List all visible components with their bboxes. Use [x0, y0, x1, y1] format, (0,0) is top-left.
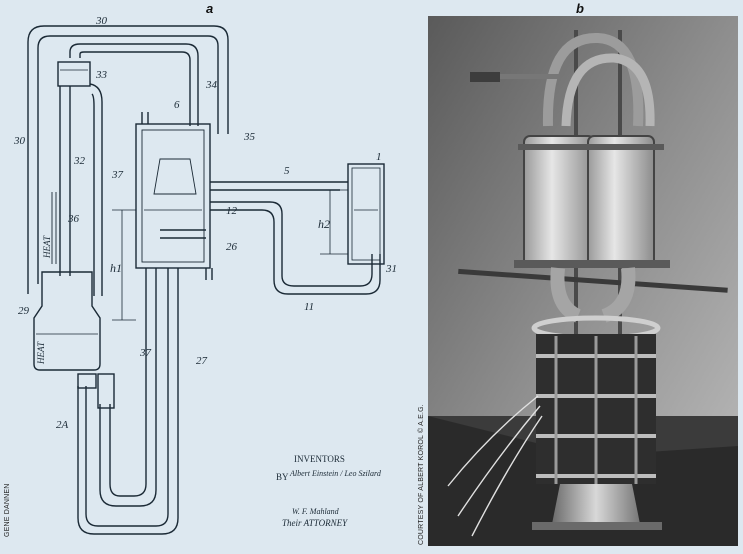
- part-number-31: 31: [385, 263, 397, 275]
- part-number-12: 12: [226, 205, 238, 217]
- part-number-5: 5: [284, 165, 290, 177]
- inventors-heading: INVENTORS: [294, 454, 345, 464]
- part-number-11: 11: [304, 301, 314, 313]
- part-number-27: 27: [196, 355, 208, 367]
- generator-29: [33, 271, 101, 371]
- panel-label-b: b: [576, 1, 584, 16]
- part-number-30-top: 30: [95, 15, 108, 27]
- part-number-36: 36: [67, 213, 80, 225]
- spray-35: [153, 158, 197, 195]
- part-number-6: 6: [174, 99, 180, 111]
- part-number-33: 33: [95, 69, 108, 81]
- part-number-37-upper: 37: [111, 169, 124, 181]
- dimension-h1: [112, 209, 136, 321]
- vessel-absorber: [135, 123, 211, 269]
- panel-label-a: a: [206, 1, 214, 16]
- credit-right: COURTESY OF ALBERT KOROL © A.E.G.: [418, 404, 425, 545]
- pipe-32: [59, 86, 71, 276]
- dimension-h2: [320, 189, 348, 255]
- attorney-label: Their ATTORNEY: [282, 518, 348, 528]
- by-label: BY: [276, 472, 289, 482]
- h2-label: h2: [318, 217, 330, 231]
- part-number-30-side: 30: [13, 135, 26, 147]
- part-number-2a: 2A: [56, 419, 69, 431]
- part-number-29: 29: [18, 305, 30, 317]
- inventor-names: Albert Einstein / Leo Szilard: [289, 469, 382, 478]
- patent-drawing-svg: 30 33 34 6 35 30 32 37 1 5 36 12 26 31 1…: [13, 15, 397, 535]
- part-number-32: 32: [73, 155, 86, 167]
- pipe-34-outer: [69, 43, 199, 126]
- part-number-26: 26: [226, 241, 238, 253]
- pipe-30-inner: [37, 35, 219, 284]
- pipe-30-outer: [27, 25, 229, 294]
- pipe-37: [89, 83, 103, 296]
- vessel-33: [57, 61, 91, 87]
- h1-label: h1: [110, 261, 122, 275]
- apparatus-photo-svg: [428, 16, 738, 546]
- attorney-signature: W. F. Mahland: [292, 507, 340, 516]
- apparatus-photo: [428, 16, 738, 546]
- pipe-5: [210, 181, 348, 191]
- part-callouts: 30 33 34 6 35 30 32 37 1 5 36 12 26 31 1…: [13, 15, 397, 431]
- heat-label-lower: HEAT: [36, 341, 46, 365]
- part-number-37-lower: 37: [139, 347, 152, 359]
- part-number-1: 1: [376, 151, 382, 163]
- inventors-block: INVENTORS Albert Einstein / Leo Szilard …: [276, 454, 382, 528]
- patent-drawing: 30 33 34 6 35 30 32 37 1 5 36 12 26 31 1…: [0, 14, 418, 549]
- vessel-1: [347, 163, 385, 265]
- part-number-34: 34: [205, 79, 218, 91]
- part-number-35: 35: [243, 131, 256, 143]
- pipe-34-inner: [79, 51, 191, 126]
- heat-label-upper: HEAT: [42, 235, 52, 259]
